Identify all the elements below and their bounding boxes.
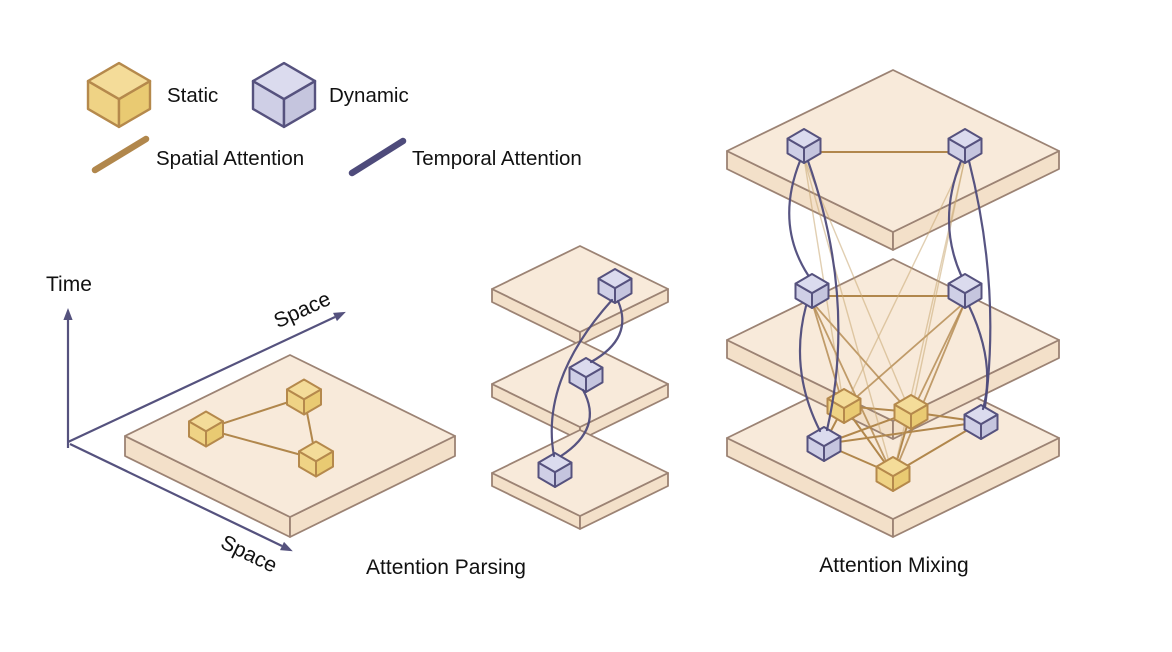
mixing-plane-middle xyxy=(726,258,1060,440)
axis-line xyxy=(67,316,336,443)
temporal-attention-layer xyxy=(550,159,992,458)
dynamic-cube xyxy=(794,273,830,309)
mixing-plane-top xyxy=(726,69,1060,251)
temporal-attention-line-icon xyxy=(348,137,407,177)
space-axis-arrow-top xyxy=(67,311,346,443)
cube-top-face xyxy=(963,404,999,426)
dynamic-cube xyxy=(537,452,573,488)
cube-top-face xyxy=(597,268,633,290)
cube-top-face xyxy=(286,378,322,401)
cube-top-face xyxy=(875,456,911,478)
cube-top-face xyxy=(251,61,317,101)
cube-top-face xyxy=(537,452,573,474)
axis-arrowhead-icon xyxy=(280,541,293,552)
cube-top-face xyxy=(893,394,929,416)
spatial-attention-line-icon xyxy=(91,135,150,174)
time-axis-label: Time xyxy=(46,273,92,296)
static-cube xyxy=(298,440,334,478)
cube-top-face xyxy=(298,440,334,463)
parsing-plane-bottom xyxy=(491,429,669,530)
cubes-layer xyxy=(86,61,999,492)
legend-dynamic-cube-icon xyxy=(251,61,317,129)
plane-top-face xyxy=(491,429,669,517)
space-axis-label-bottom: Space xyxy=(217,531,281,578)
cube-top-face xyxy=(568,357,604,379)
cube-top-face xyxy=(86,61,152,101)
attention-parsing-caption: Attention Parsing xyxy=(366,556,526,579)
plane-top-face xyxy=(491,245,669,333)
axis-arrowhead-icon xyxy=(63,308,73,320)
dynamic-cube xyxy=(597,268,633,304)
temporal-attention-curve xyxy=(550,298,614,458)
temporal-attention-curve xyxy=(589,299,624,364)
space-axis-label-top: Space xyxy=(270,287,334,333)
parsing-plane-middle xyxy=(491,340,669,441)
space-plane-left xyxy=(124,354,456,538)
plane-top-face xyxy=(124,354,456,518)
spatial-attention-line-fan xyxy=(803,157,912,415)
spatial-attention-line-cross xyxy=(811,301,912,415)
dynamic-cube xyxy=(947,273,983,309)
legend xyxy=(91,135,407,177)
static-cube xyxy=(893,394,929,430)
legend-static-label: Static xyxy=(167,84,218,107)
static-cube xyxy=(188,410,224,448)
legend-dynamic-label: Dynamic xyxy=(329,84,409,107)
legend-spatial-label: Spatial Attention xyxy=(156,147,304,170)
axes-layer xyxy=(63,308,346,552)
axis-line xyxy=(69,443,283,547)
spatial-attention-line-fan xyxy=(803,157,894,477)
temporal-attention-curve xyxy=(559,388,591,458)
cube-top-face xyxy=(947,273,983,295)
temporal-attention-curve xyxy=(947,159,963,277)
spatial-attention-line xyxy=(205,428,317,460)
spatial-attention-line-fan xyxy=(843,157,966,409)
temporal-attention-curve xyxy=(798,304,822,433)
dynamic-cube xyxy=(786,128,822,164)
space-axis-arrow-bottom xyxy=(69,443,293,552)
legend-static-cube-icon xyxy=(86,61,152,129)
temporal-attention-curve xyxy=(967,159,992,409)
cube-top-face xyxy=(947,128,983,150)
static-cube xyxy=(875,456,911,492)
spatial-attention-line-cross xyxy=(892,301,966,477)
parsing-plane-top xyxy=(491,245,669,346)
dynamic-cube xyxy=(568,357,604,393)
dynamic-cube xyxy=(963,404,999,440)
dynamic-cube xyxy=(806,426,842,462)
spatial-attention-line-cross xyxy=(811,301,845,409)
cube-top-face xyxy=(794,273,830,295)
cube-top-face xyxy=(806,426,842,448)
spatial-attention-line-cross xyxy=(910,301,966,415)
temporal-attention-curve xyxy=(788,159,810,277)
planes-layer xyxy=(124,69,1060,538)
static-cube xyxy=(826,388,862,424)
temporal-attention-curve xyxy=(806,159,840,432)
plane-top-face xyxy=(726,258,1060,422)
axis-arrowhead-icon xyxy=(333,311,346,322)
attention-mixing-caption: Attention Mixing xyxy=(819,554,968,577)
cube-top-face xyxy=(188,410,224,433)
dynamic-cube xyxy=(947,128,983,164)
spatial-attention-line-cross xyxy=(843,301,966,409)
cube-top-face xyxy=(786,128,822,150)
static-cube xyxy=(286,378,322,416)
time-axis-arrow xyxy=(63,308,73,448)
legend-temporal-label: Temporal Attention xyxy=(412,147,582,170)
